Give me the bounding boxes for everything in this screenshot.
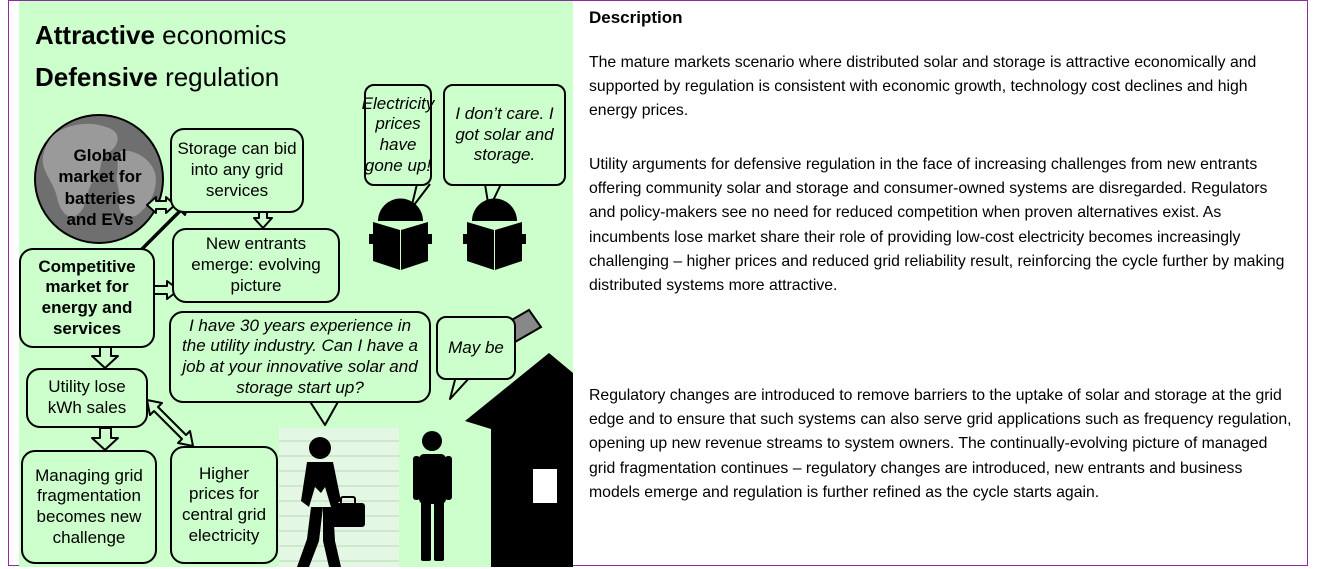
arrow-utility-managing — [91, 427, 119, 451]
person-reading-icon-2 — [463, 198, 526, 270]
description-paragraph-2: Utility arguments for defensive regulati… — [589, 156, 1285, 295]
competitive-market-box: Competitive market for energy and servic… — [19, 248, 155, 348]
higher-prices-box: Higher prices for central grid electrici… — [170, 446, 278, 564]
title-bold-attractive: Attractive — [35, 20, 155, 50]
diagram-title-line-2: Defensive regulation — [35, 62, 279, 93]
bubble-job: I have 30 years experience in the utilit… — [169, 311, 431, 403]
person-reading-icon-1 — [369, 198, 432, 270]
bubble-maybe-text: May be — [448, 337, 504, 357]
bubble-maybe: May be — [436, 316, 516, 380]
description-paragraph-1: The mature markets scenario where distri… — [589, 54, 1257, 120]
bubble-job-text: I have 30 years experience in the utilit… — [182, 315, 418, 397]
title-bold-defensive: Defensive — [35, 62, 158, 92]
bubble-dont-care-text: I don’t care. I got solar and storage. — [455, 103, 554, 165]
utility-lose-box: Utility lose kWh sales — [26, 368, 148, 428]
bubble-prices: Electricity prices have gone up! — [361, 84, 435, 186]
man-icon — [413, 431, 452, 561]
title-rest-regulation: regulation — [157, 62, 280, 92]
arrow-competitive-utility — [91, 345, 119, 369]
diagram-title-line-1: Attractive economics — [35, 20, 286, 51]
storage-box: Storage can bid into any grid services — [170, 128, 304, 213]
globe-label: Global market for batteries and EVs — [58, 146, 142, 229]
businessman-icon — [297, 437, 365, 567]
new-entrants-box: New entrants emerge: evolving picture — [172, 228, 340, 303]
bubble-tail-job — [308, 399, 340, 426]
managing-grid-box: Managing grid fragmentation becomes new … — [21, 450, 157, 564]
bubble-prices-text: Electricity prices have gone up! — [361, 93, 435, 175]
description-paragraph-3: Regulatory changes are introduced to rem… — [589, 387, 1292, 501]
bubble-dont-care: I don’t care. I got solar and storage. — [443, 84, 566, 186]
arrow-utility-higherprices — [146, 399, 194, 447]
globe-icon — [34, 114, 164, 244]
title-rest-economics: economics — [154, 20, 287, 50]
bubble-tail-maybe — [449, 375, 472, 400]
description-heading: Description — [589, 8, 683, 27]
diagram-graphics — [34, 114, 573, 567]
